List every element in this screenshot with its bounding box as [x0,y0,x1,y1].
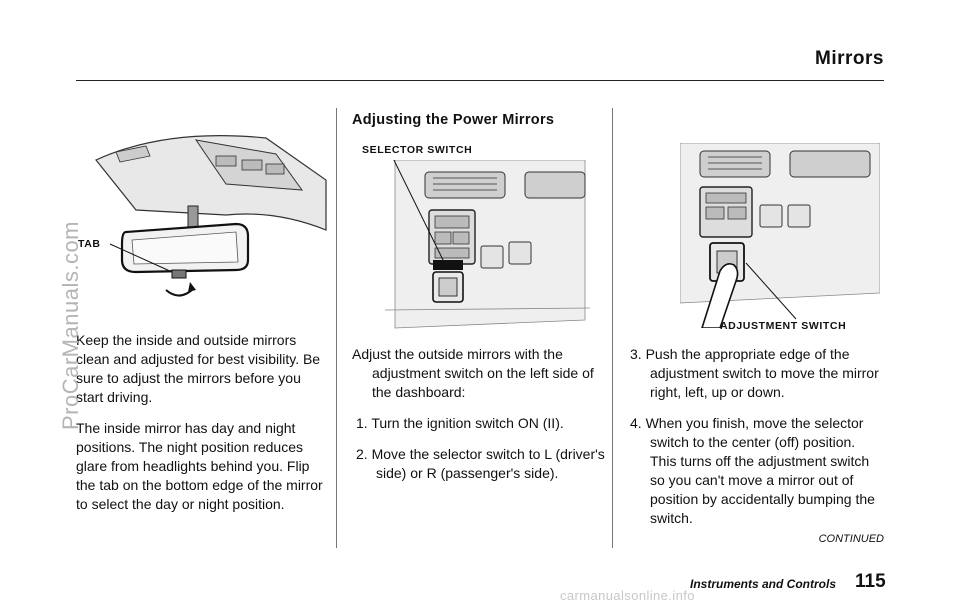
column-divider-right [612,108,613,548]
continued-note: CONTINUED [818,533,884,545]
rearview-mirror-illustration [95,135,327,297]
middle-column-text: Adjust the outside mirrors with the adju… [352,345,607,495]
column-divider-left [336,108,337,548]
step-item: 2. Move the selector switch to L (driver… [356,446,605,481]
step-item: 4. When you finish, move the selector sw… [630,415,875,526]
page-number: 115 [855,571,886,592]
tab-label: TAB [78,238,101,250]
selector-switch-illustration [385,160,591,329]
adjustment-switch-illustration [680,143,880,328]
page-title: Mirrors [815,48,884,69]
section-heading: Adjusting the Power Mirrors [352,112,555,128]
intro-paragraph: Adjust the outside mirrors with the adju… [352,346,594,400]
footer-section-title: Instruments and Controls [690,577,837,591]
bottom-watermark: carmanualsonline.info [560,588,695,603]
paragraph: The inside mirror has day and night posi… [76,420,323,512]
step-item: 1. Turn the ignition switch ON (II). [356,415,564,431]
step-item: 3. Push the appropriate edge of the adju… [630,346,879,400]
adjustment-switch-label: ADJUSTMENT SWITCH [720,320,847,332]
left-column-text: Keep the inside and outside mirrors clea… [76,331,328,526]
paragraph: Keep the inside and outside mirrors clea… [76,332,321,405]
right-column-text: 3. Push the appropriate edge of the adju… [628,345,883,540]
header-rule [76,80,884,81]
side-watermark: ProCarManuals.com [58,220,83,430]
selector-switch-label: SELECTOR SWITCH [362,144,473,156]
